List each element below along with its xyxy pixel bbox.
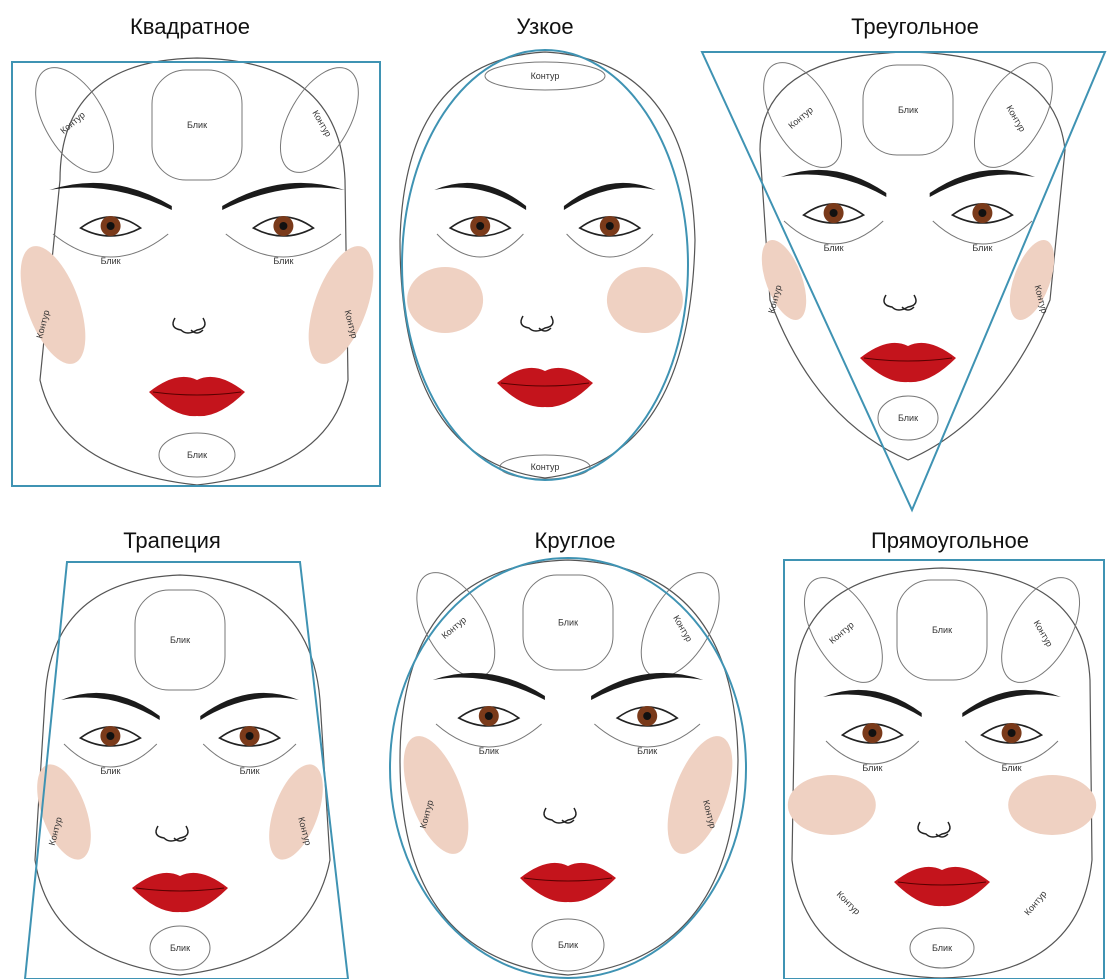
forehead-highlight-label: Блик [898,105,918,115]
lips [894,867,990,906]
right-undereye-highlight-zone [567,234,653,257]
right-eyebrow [564,183,656,210]
right-eyebrow [200,693,299,720]
left-eyebrow [781,170,886,197]
forehead-contour-label: Контур [531,71,560,81]
narrow-guide-outline [402,50,688,480]
left-cheek-blush [390,728,481,862]
right-eyebrow [962,690,1061,717]
right-eyebrow [591,673,703,700]
nose [918,822,950,837]
right-temple-contour-label: Контур [1004,104,1027,134]
left-jaw-contour-label: Контур [835,889,862,916]
right-undereye-highlight-zone [594,724,700,747]
right-temple-contour-label: Контур [671,614,694,644]
right-undereye-highlight-label: Блик [240,766,260,776]
left-undereye-highlight-zone [826,741,919,764]
right-eyebrow [222,183,344,210]
left-undereye-highlight-label: Блик [479,746,499,756]
left-temple-contour-label: Контур [786,105,815,131]
left-eyebrow [49,183,171,210]
left-eyebrow [823,690,922,717]
nose [173,318,205,333]
rectangle-guide-outline [784,560,1104,979]
right-cheek-blush [1001,234,1064,325]
right-undereye-highlight-zone [965,741,1058,764]
right-pupil [1008,729,1016,737]
right-cheek-blush [1008,775,1096,835]
chin-label: Блик [187,450,207,460]
lips [860,343,956,382]
left-pupil [107,222,115,230]
left-undereye-highlight-label: Блик [101,256,121,266]
left-eyebrow [61,693,160,720]
left-undereye-highlight-label: Блик [100,766,120,776]
right-pupil [643,712,651,720]
right-undereye-highlight-zone [203,744,296,767]
left-eyebrow [433,673,545,700]
right-undereye-highlight-zone [226,234,341,257]
right-undereye-highlight-zone [933,221,1032,244]
right-undereye-highlight-label: Блик [972,243,992,253]
left-undereye-highlight-zone [436,724,542,747]
left-pupil [830,209,838,217]
right-jaw-contour-label: Контур [1022,889,1048,918]
right-undereye-highlight-label: Блик [1002,763,1022,773]
left-undereye-highlight-label: Блик [862,763,882,773]
chin-label: Блик [170,943,190,953]
left-temple-contour-label: Контур [58,110,87,136]
forehead-highlight-label: Блик [558,618,578,628]
right-pupil [279,222,287,230]
left-pupil [868,729,876,737]
left-pupil [476,222,484,230]
face-outline [400,52,695,478]
right-cheek-blush [295,238,386,372]
right-pupil [606,222,614,230]
left-cheek-blush [407,267,483,333]
nose [521,316,553,331]
lips [149,377,245,416]
nose [884,295,916,310]
right-undereye-highlight-label: Блик [637,746,657,756]
chin-label: Блик [898,413,918,423]
right-eyebrow [930,170,1035,197]
left-temple-contour-label: Контур [827,620,856,646]
left-cheek-blush [788,775,876,835]
lips [132,873,228,912]
left-undereye-highlight-zone [64,744,157,767]
chin-label: Контур [531,462,560,472]
left-undereye-highlight-zone [437,234,523,257]
left-cheek-blush [7,238,98,372]
right-pupil [978,209,986,217]
right-temple-contour-label: Контур [1032,619,1055,649]
right-temple-contour-label: Контур [310,109,333,139]
lips [520,863,616,902]
chin-label: Блик [558,940,578,950]
left-undereye-highlight-label: Блик [824,243,844,253]
lips [497,368,593,407]
chin-label: Блик [932,943,952,953]
forehead-highlight-label: Блик [170,635,190,645]
right-cheek-blush [607,267,683,333]
right-cheek-blush [654,728,745,862]
nose [156,826,188,841]
left-undereye-highlight-zone [784,221,883,244]
right-cheek-blush [258,757,334,866]
forehead-highlight-label: Блик [932,625,952,635]
left-pupil [485,712,493,720]
nose [544,808,576,823]
forehead-highlight-label: Блик [187,120,207,130]
left-pupil [106,732,114,740]
left-eyebrow [434,183,526,210]
right-undereye-highlight-label: Блик [273,256,293,266]
right-pupil [246,732,254,740]
left-undereye-highlight-zone [53,234,168,257]
